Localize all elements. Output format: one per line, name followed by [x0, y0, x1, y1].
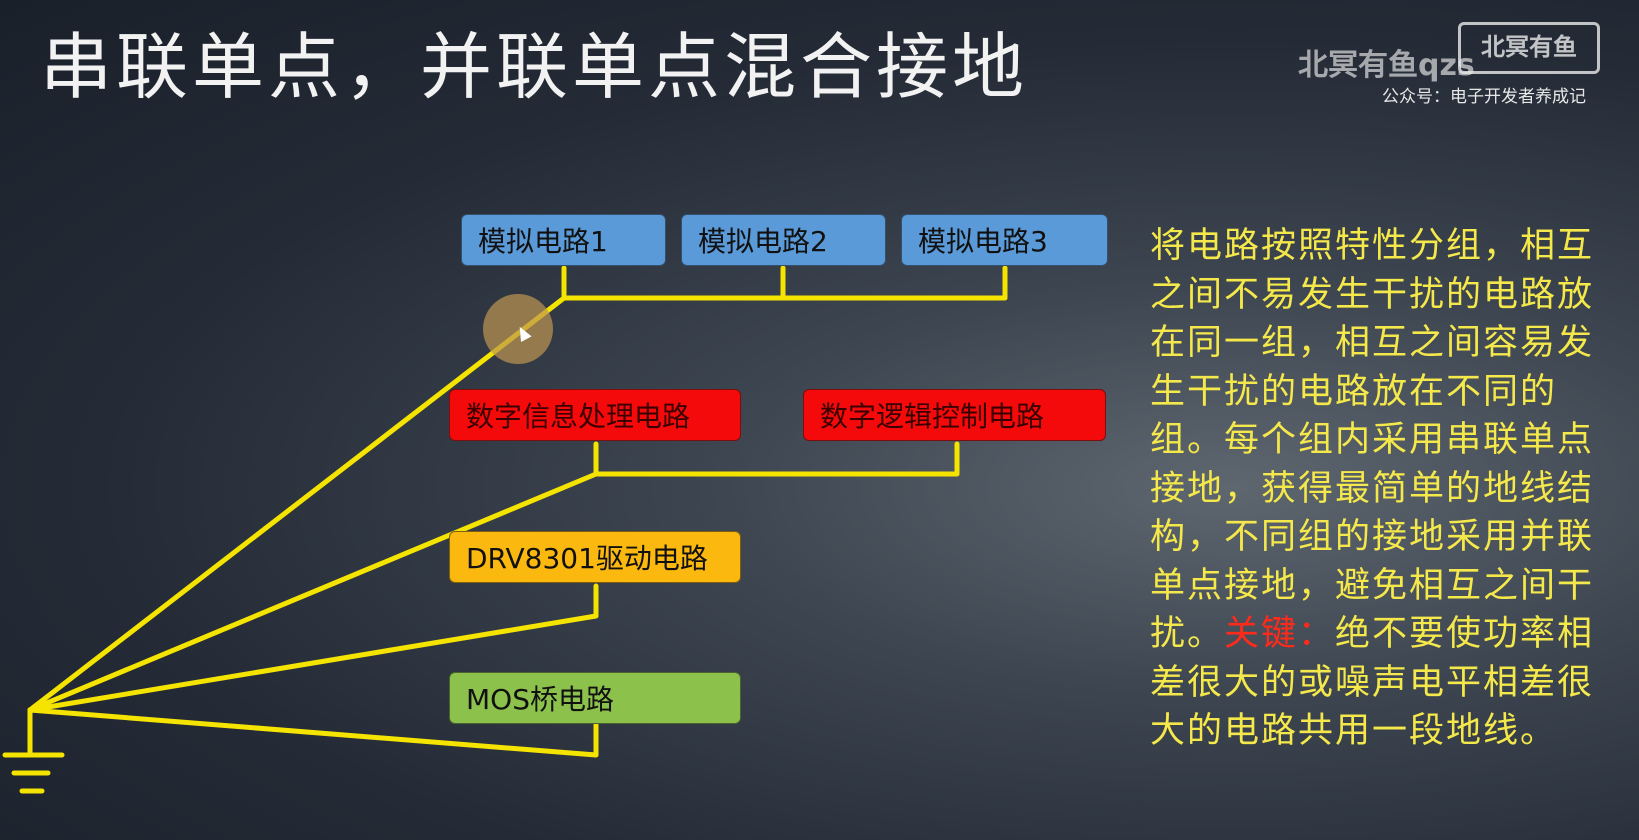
digital-signal-processing-box: 数字信息处理电路: [449, 389, 741, 441]
analog-bus-wire: [561, 265, 1008, 301]
mos-bridge-box: MOS桥电路: [449, 672, 741, 724]
description-panel: 将电路按照特性分组，相互之间不易发生干扰的电路放在同一组，相互之间容易发生干扰的…: [1150, 222, 1620, 756]
key-point-label: 关键：: [1224, 614, 1336, 654]
analog-circuit-2-box: 模拟电路2: [681, 214, 886, 266]
slide-title: 串联单点，并联单点混合接地: [40, 25, 1029, 109]
digital-bus-wire: [593, 441, 960, 477]
driver-ground-wire: [27, 583, 599, 713]
drv8301-driver-box: DRV8301驱动电路: [449, 531, 741, 583]
digital-logic-control-box: 数字逻辑控制电路: [803, 389, 1106, 441]
watermark-logo: 北冥有鱼: [1458, 22, 1600, 74]
analog-circuit-3-box: 模拟电路3: [901, 214, 1108, 266]
key-point-text: 绝不要使功率相差很大的或噪声电平相差很大的电路共用一段地线。: [1150, 614, 1595, 751]
watermark-account: 公众号：电子开发者养成记: [1382, 87, 1586, 107]
cursor-highlight: [483, 294, 553, 364]
ground-symbol: [2, 707, 65, 794]
mos-ground-wire: [27, 707, 599, 758]
description-text: 将电路按照特性分组，相互之间不易发生干扰的电路放在同一组，相互之间容易发生干扰的…: [1150, 226, 1595, 654]
analog-circuit-1-box: 模拟电路1: [461, 214, 666, 266]
watermark-name: 北冥有鱼qzs: [1298, 48, 1475, 83]
